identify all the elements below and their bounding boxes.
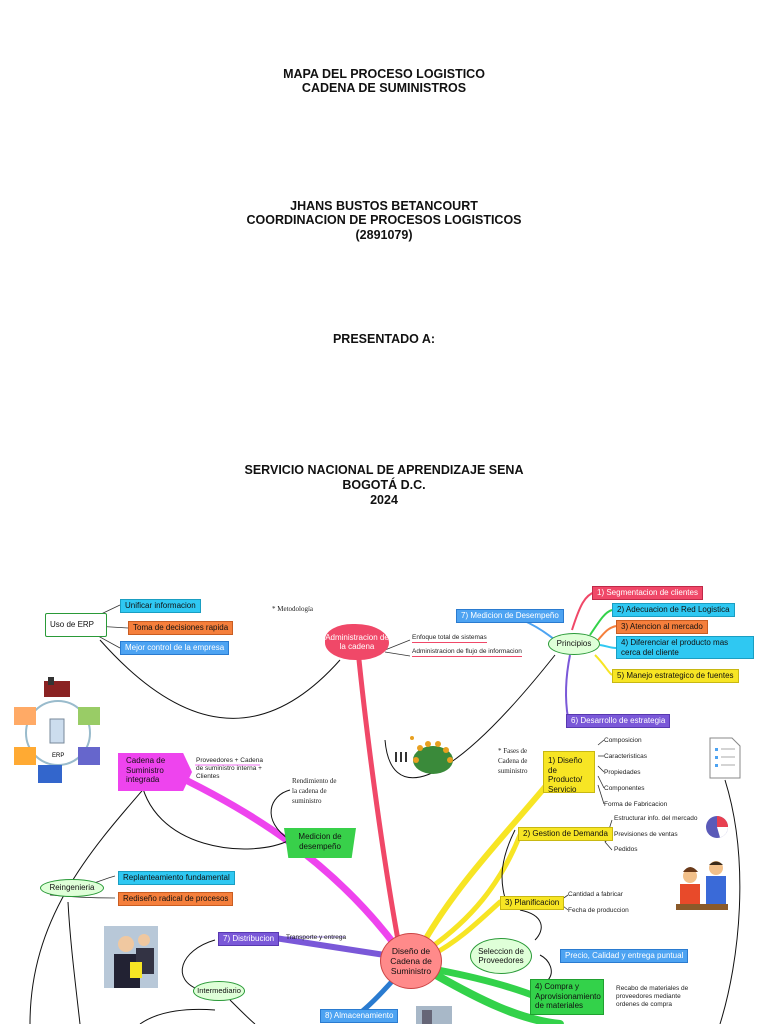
- diseno-item-fabricacion: Forma de Fabricacion: [604, 801, 668, 808]
- fases-note: * Fases de Cadena de suministro: [498, 747, 528, 775]
- diseno-cadena-center-node: Diseño de Cadena de Suministro: [380, 933, 442, 989]
- diseno-item-componentes: Componentes: [604, 785, 645, 792]
- erp-cycle-diagram-icon: ERP: [14, 677, 100, 783]
- erp-item-unificar: Unificar informacion: [120, 599, 201, 613]
- principio-7: 7) Medicion de Desempeño: [456, 609, 564, 623]
- demanda-item-previsiones: Previsiones de ventas: [614, 831, 678, 838]
- business-people-icon: [676, 861, 728, 910]
- reingenieria-item-rediseno: Rediseño radical de procesos: [118, 892, 234, 906]
- document-checklist-icon: [709, 737, 741, 779]
- warehouse-photo: [416, 1006, 452, 1024]
- supply-chain-mind-map: Uso de ERP Unificar informacion Toma de …: [0, 580, 768, 1024]
- businessman-photo: [104, 926, 158, 988]
- diseno-item-propiedades: Propiedades: [604, 769, 641, 776]
- principio-2: 2) Adecuacion de Red Logistica: [612, 603, 735, 617]
- admin-item-flujo: Administracion de flujo de informacion: [412, 648, 522, 657]
- planificacion-item-fecha: Fecha de produccion: [568, 907, 629, 914]
- compra-note: Recabo de materiales de proveedores medi…: [616, 985, 689, 1008]
- diseno-producto-node: 1) Diseño de Producto/ Servicio: [543, 751, 595, 794]
- erp-diagram-label: ERP: [52, 753, 64, 759]
- diseno-item-caracteristicas: Caracteristicas: [604, 753, 647, 760]
- uso-erp-node: Uso de ERP: [45, 613, 107, 637]
- pie-chart-icon: [706, 816, 728, 838]
- rendimiento-note: Rendimiento de la cadena de suministro: [292, 777, 337, 805]
- admin-item-enfoque: Enfoque total de sistemas: [412, 634, 487, 643]
- seleccion-item-precio: Precio, Calidad y entrega puntual: [560, 949, 689, 963]
- distribucion-note: Transporte y entrega: [286, 934, 347, 941]
- medicion-node: Medicion de desempeño: [284, 828, 356, 858]
- principios-node: Principios: [548, 633, 600, 655]
- erp-item-decisiones: Toma de decisiones rapida: [128, 621, 234, 635]
- institution-name: SERVICIO NACIONAL DE APRENDIZAJE SENA: [244, 463, 524, 477]
- planificacion-item-cantidad: Cantidad a fabricar: [568, 891, 623, 898]
- cadena-integrada-node: Cadena de Suministro integrada: [118, 753, 192, 791]
- distribucion-node: 7) Distribucion: [218, 932, 280, 946]
- institution-city: BOGOTÁ D.C.: [342, 478, 426, 492]
- reingenieria-node: Reingenieria: [40, 879, 104, 897]
- metodologia-note: * Metodología: [272, 605, 314, 613]
- gestion-demanda-node: 2) Gestion de Demanda: [518, 827, 613, 841]
- title-line-1: MAPA DEL PROCESO LOGISTICO: [283, 67, 485, 81]
- diseno-item-composicion: Composicion: [604, 737, 642, 744]
- author-role: COORDINACION DE PROCESOS LOGISTICOS: [246, 213, 522, 227]
- compra-node: 4) Compra y Aprovisionamiento de materia…: [530, 979, 604, 1015]
- seleccion-proveedores-node: Seleccion de Proveedores: [470, 938, 532, 974]
- principio-6: 6) Desarrollo de estrategia: [566, 714, 671, 728]
- principio-5: 5) Manejo estrategico de fuentes: [612, 669, 739, 683]
- almacenamiento-node: 8) Almacenamiento: [320, 1009, 399, 1023]
- presented-to: PRESENTADO A:: [332, 332, 436, 346]
- principio-3: 3) Atencion al mercado: [616, 620, 708, 634]
- intermediario-node: Intermediario: [193, 981, 245, 1001]
- planificacion-node: 3) Planificacion: [500, 896, 565, 910]
- administracion-node: Administracion de la cadena: [325, 624, 389, 660]
- cadena-integrada-note: Proveedores + Cadena de suministro inter…: [196, 757, 264, 780]
- principio-1: 1) Segmentacion de clientes: [592, 586, 703, 600]
- principio-4: 4) Diferenciar el producto mas cerca del…: [616, 636, 754, 659]
- demanda-item-pedidos: Pedidos: [614, 846, 638, 853]
- institution-year: 2024: [370, 493, 398, 507]
- author-name: JHANS BUSTOS BETANCOURT: [290, 199, 478, 213]
- title-line-2: CADENA DE SUMINISTROS: [301, 81, 467, 95]
- reingenieria-item-replanteamiento: Replanteamiento fundamental: [118, 871, 235, 885]
- author-id: (2891079): [355, 228, 413, 242]
- demanda-item-estructurar: Estructurar info. del mercado: [614, 815, 698, 822]
- people-network-icon: [395, 736, 453, 774]
- erp-item-control: Mejor control de la empresa: [120, 641, 230, 655]
